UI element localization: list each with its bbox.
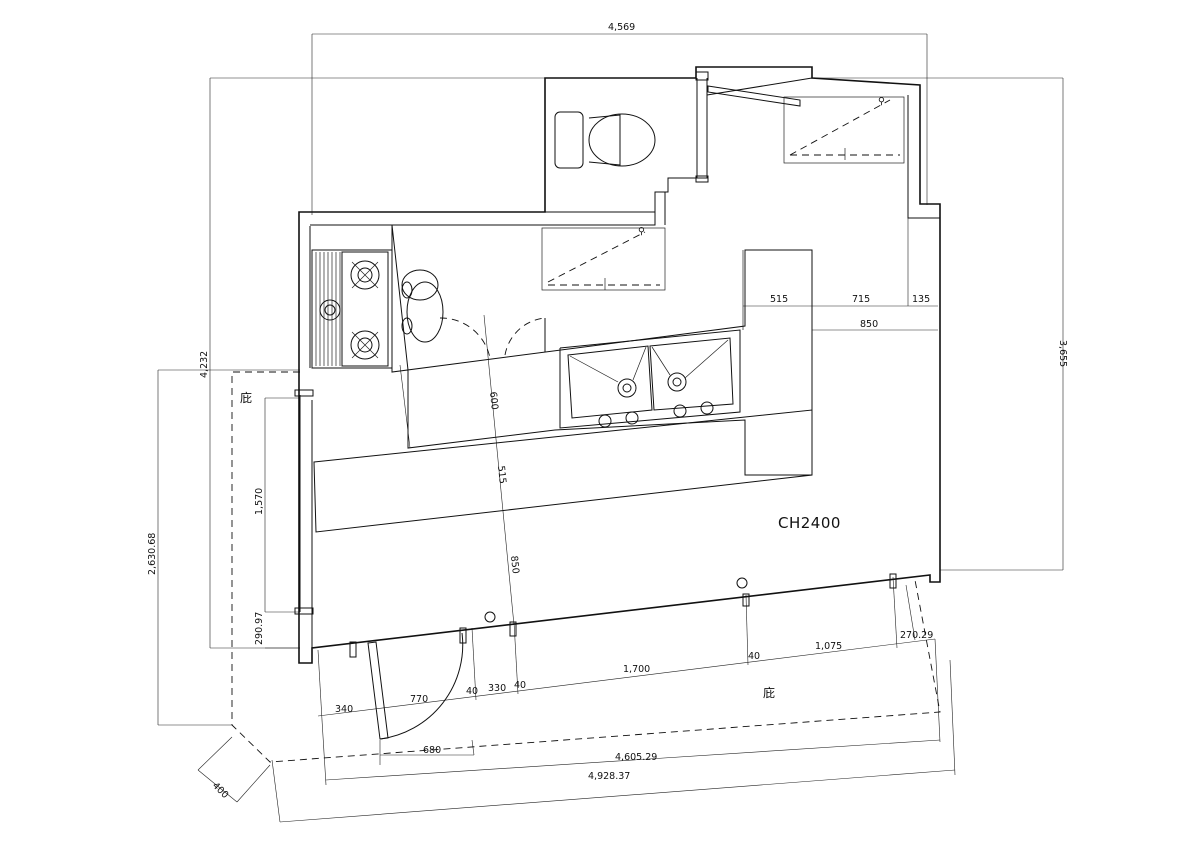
svg-text:⚲: ⚲ — [878, 96, 885, 107]
dim-front-40b: 40 — [514, 680, 526, 691]
shower-tray: ⚲ — [783, 96, 905, 164]
eaves-label-bottom: 庇 — [763, 685, 775, 700]
swing-doors — [439, 317, 546, 359]
dim-left-total: 2,630.68 — [147, 533, 158, 575]
front-counter — [313, 409, 813, 533]
dim-diag-850: 850 — [508, 555, 521, 574]
gas-range — [311, 249, 393, 369]
dim-counter-715: 715 — [852, 294, 870, 305]
dim-door-680: 680 — [423, 745, 441, 756]
dim-front-40a: 40 — [466, 686, 478, 697]
stool — [401, 269, 444, 343]
dim-overall-height-right: 3,655 — [1057, 340, 1068, 367]
dim-front-340: 340 — [335, 704, 353, 715]
dim-counter-850: 850 — [860, 319, 878, 330]
dim-corner-400: 400 — [210, 780, 231, 801]
floor-marks — [484, 577, 748, 623]
dim-front-40c: 40 — [748, 651, 760, 662]
dim-diag-515: 515 — [495, 465, 508, 484]
dim-diag-600: 600 — [487, 391, 500, 410]
eaves-label-left: 庇 — [240, 390, 252, 405]
dim-counter-135: 135 — [912, 294, 930, 305]
toilet — [554, 111, 656, 169]
dim-overall-height-left: 4,232 — [199, 351, 210, 378]
eaves-outline — [231, 371, 941, 763]
dim-bottom-492837: 4,928.37 — [588, 771, 630, 782]
dim-front-1075: 1,075 — [815, 641, 842, 652]
ceiling-height-label: CH2400 — [778, 514, 841, 532]
back-counter — [391, 224, 813, 476]
shower-door — [707, 85, 801, 107]
dimension-lines — [157, 33, 1064, 823]
labels: 4,569 4,232 3,655 2,630.68 1,570 290.97 … — [147, 22, 1068, 801]
dim-left-opening: 1,570 — [254, 488, 265, 515]
dim-front-770: 770 — [410, 694, 428, 705]
svg-text:⚲: ⚲ — [638, 226, 645, 237]
dim-left-bottom: 290.97 — [254, 612, 265, 645]
dim-overall-width: 4,569 — [608, 22, 635, 33]
dim-counter-515: 515 — [770, 294, 788, 305]
window-posts — [294, 71, 897, 658]
dim-bottom-460529: 4,605.29 — [615, 752, 657, 763]
dim-front-27029: 270.29 — [900, 630, 933, 641]
entrance-door — [367, 632, 464, 740]
dim-front-330: 330 — [488, 683, 506, 694]
walls — [298, 66, 941, 664]
dim-front-1700: 1,700 — [623, 664, 650, 675]
upper-sink-cabinet: ⚲ — [541, 226, 666, 291]
